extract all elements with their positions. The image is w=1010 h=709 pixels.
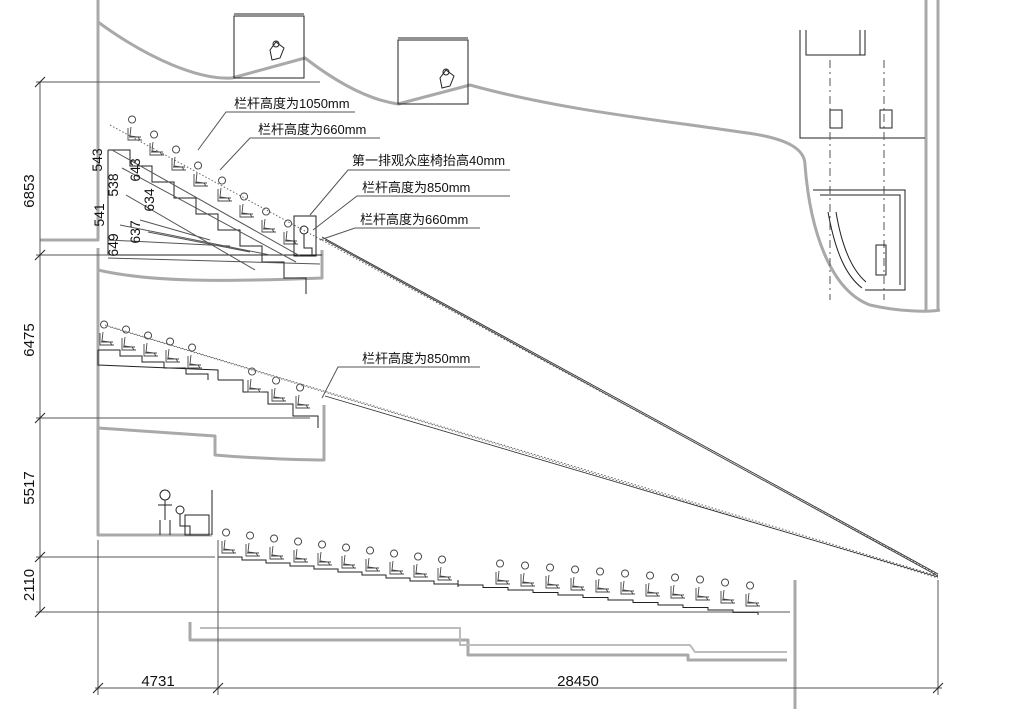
stalls-seat: [620, 569, 635, 595]
note-railing-660-top: 栏杆高度为660mm: [258, 122, 366, 137]
stalls-seat: [221, 528, 236, 554]
front-box: [293, 215, 317, 257]
row-offset-634: 634: [141, 188, 157, 212]
stalls-seat: [437, 555, 452, 581]
middle-tier-steps-a: [98, 349, 209, 380]
stalls-seat: [365, 546, 380, 572]
middle-tier-link: [97, 350, 219, 380]
light-bridge-left: [233, 13, 305, 79]
middle-seat: [187, 343, 202, 369]
stalls-seat: [720, 578, 735, 604]
middle-seat: [247, 367, 262, 393]
stage-tower-detail: [799, 30, 925, 300]
stalls-steps: [218, 556, 759, 615]
upper-seat: [171, 145, 186, 171]
stalls-steps-rear: [458, 584, 759, 615]
stalls-seat: [245, 531, 260, 557]
upper-seat: [261, 207, 276, 233]
note-railing-850-middle: 栏杆高度为850mm: [362, 351, 470, 366]
stalls-steps-front: [218, 556, 459, 587]
annotation-leaders: [197, 111, 510, 399]
row-offset-538: 538: [105, 173, 121, 197]
middle-seat: [165, 337, 180, 363]
dim-vertical-2: 6475: [21, 323, 38, 356]
note-railing-1050: 栏杆高度为1050mm: [234, 96, 350, 111]
audience-seats: [99, 115, 760, 607]
middle-seat: [143, 331, 158, 357]
upper-seat: [149, 130, 164, 156]
stalls-seat: [317, 540, 332, 566]
stalls-seat: [389, 549, 404, 575]
upper-seat: [127, 115, 142, 141]
row-offset-541: 541: [91, 203, 107, 227]
stalls-seat: [269, 534, 284, 560]
stalls-seat: [670, 573, 685, 599]
row-offset-leaders: [107, 149, 321, 271]
row-offset-649: 649: [105, 233, 121, 257]
sight-lines: [104, 124, 939, 579]
row-offset-643: 643: [127, 158, 143, 182]
stalls-seat: [495, 559, 510, 585]
row-offset-543: 543: [89, 148, 105, 172]
stalls-seat: [695, 575, 710, 601]
middle-seat: [271, 376, 286, 402]
stalls-seat: [341, 543, 356, 569]
stalls-seat: [595, 567, 610, 593]
dim-horizontal-1: 4731: [141, 673, 174, 690]
note-railing-660-box: 栏杆高度为660mm: [360, 212, 468, 227]
stalls-seat: [645, 571, 660, 597]
row-offset-637: 637: [127, 220, 143, 244]
note-railing-850-upper: 栏杆高度为850mm: [362, 180, 470, 195]
light-bridge-right: [397, 37, 469, 105]
dim-horizontal-2: 28450: [557, 673, 599, 690]
stalls-seat: [745, 581, 760, 607]
upper-seat: [283, 219, 298, 245]
control-room: [158, 489, 213, 536]
dim-vertical-3: 5517: [21, 471, 38, 504]
upper-seat: [193, 161, 208, 187]
structure-outline: [40, 0, 941, 709]
middle-seat: [99, 320, 114, 346]
middle-balcony-steps: [97, 349, 319, 428]
upper-tier-steps: [108, 149, 307, 294]
upper-seat: [217, 176, 232, 202]
stalls-seat: [520, 561, 535, 587]
dim-vertical-1: 6853: [21, 174, 38, 207]
stalls-seat: [413, 552, 428, 578]
dim-vertical-4: 2110: [21, 569, 38, 601]
middle-seat: [295, 383, 310, 409]
middle-seat: [121, 325, 136, 351]
stalls-seat: [545, 563, 560, 589]
middle-tier-steps-b: [218, 379, 319, 428]
note-first-row-raise: 第一排观众座椅抬高40mm: [352, 153, 505, 168]
stalls-seat: [570, 565, 585, 591]
stalls-seat: [293, 537, 308, 563]
upper-seat: [239, 192, 254, 218]
dimension-lines: [34, 76, 944, 695]
